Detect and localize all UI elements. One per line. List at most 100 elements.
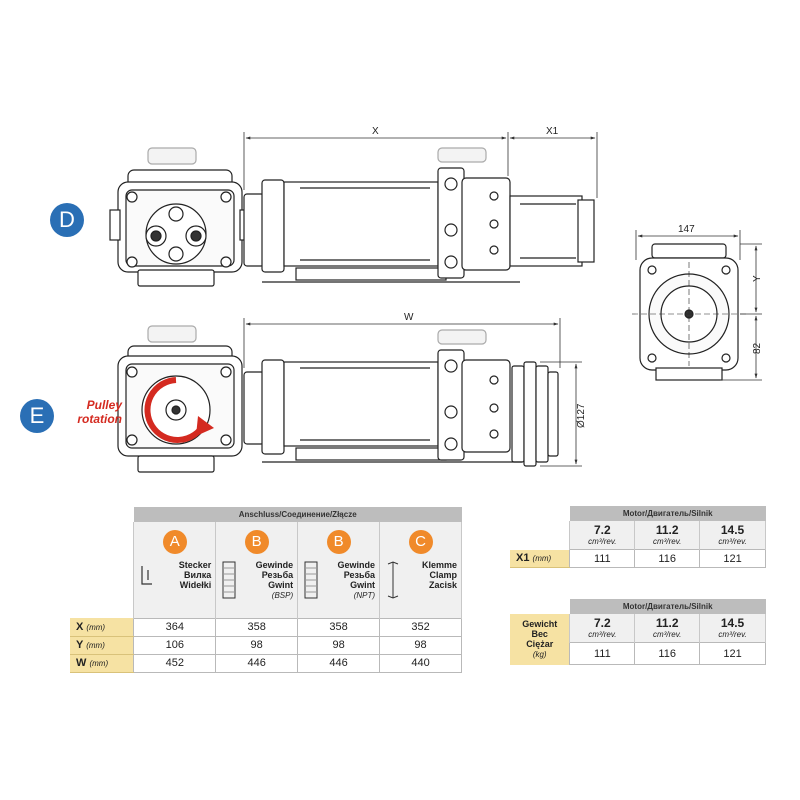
cell-weight-2: 116 <box>634 642 701 665</box>
connection-c-l3: Zacisk <box>428 580 457 590</box>
connection-b-bsp-l2: Резьба <box>261 570 294 580</box>
cell-x-a: 364 <box>133 617 217 637</box>
table-row: Y (mm) 106 98 98 98 <box>70 635 462 655</box>
table-row: W (mm) 452 446 446 440 <box>70 653 462 673</box>
weight-label-cell: Gewicht Вес Ciężar (kg) <box>510 614 570 665</box>
table-row: 111 116 121 <box>510 642 766 665</box>
connection-b-npt-l4: (NPT) <box>353 591 376 600</box>
connection-c-l2: Clamp <box>429 570 457 580</box>
motor-x1-val-3: 14.5 <box>720 523 745 537</box>
motor-weight-val-2: 11.2 <box>655 616 679 630</box>
row-y-label: Y <box>76 639 84 651</box>
view-e-badge: E <box>20 399 54 433</box>
dim-147-label: 147 <box>678 224 695 235</box>
connection-badge-c: C <box>408 530 433 554</box>
cell-x1-2: 116 <box>634 549 701 568</box>
dim-x-label: X <box>372 126 379 137</box>
motor-weight-val-3: 14.5 <box>720 616 745 630</box>
connection-col-b-bsp: B Gewinde Резьба Gwint (BSP) <box>215 522 299 618</box>
row-x1-label: X1 <box>516 552 530 565</box>
row-w-label: W <box>76 657 87 669</box>
weight-label-unit: (kg) <box>532 649 547 659</box>
dimension-lines-top <box>243 132 598 198</box>
connection-b-bsp-l3: Gwint <box>268 580 294 590</box>
pulley-note-line1: Pulley <box>86 398 122 412</box>
cell-y-a: 106 <box>133 635 217 655</box>
connection-table-header: Anschluss/Соединение/Złącze <box>133 507 462 522</box>
motor-x1-unit-2: cm³/rev. <box>653 537 682 546</box>
motor-x1-header: Motor/Двигатель/Silnik <box>569 506 766 521</box>
dim-y-label: Y <box>752 275 763 282</box>
thread-bsp-icon <box>222 561 236 599</box>
technical-drawing: X X1 147 Y 82 <box>109 126 763 473</box>
row-x-unit: (mm) <box>86 622 106 632</box>
weight-label-l3: Ciężar <box>526 638 554 649</box>
cell-x-b-bsp: 358 <box>215 617 299 637</box>
pulley-rotation-note: Pulley rotation <box>64 398 122 426</box>
motor-weight-val-1: 7.2 <box>593 616 611 630</box>
cell-w-b-bsp: 446 <box>215 653 299 673</box>
cell-y-b-npt: 98 <box>297 635 381 655</box>
motor-weight-table: Motor/Двигатель/Silnik Gewicht Вес Cięża… <box>510 599 766 665</box>
dimension-lines-mid <box>243 318 582 467</box>
table-row: X (mm) 364 358 358 352 <box>70 617 462 637</box>
row-w-unit: (mm) <box>89 659 109 668</box>
row-y-unit: (mm) <box>86 641 105 650</box>
thread-npt-icon <box>304 561 318 599</box>
connection-b-npt-l2: Резьба <box>343 570 376 580</box>
cell-x1-3: 121 <box>699 549 766 568</box>
connection-col-c: C Klemme Clamp Zacisk <box>379 522 462 618</box>
connection-table: Anschluss/Соединение/Złącze A Stecker Ви… <box>70 507 462 673</box>
connection-badge-b-npt: B <box>326 530 351 554</box>
cell-y-b-bsp: 98 <box>215 635 299 655</box>
motor-weight-unit-3: cm³/rev. <box>718 630 747 639</box>
connection-a-l2: Вилка <box>183 570 212 580</box>
pump-front-view-e <box>117 325 243 473</box>
dimension-lines-end <box>635 230 762 381</box>
weight-label-l2: Вес <box>531 628 548 639</box>
cell-x-b-npt: 358 <box>297 617 381 637</box>
connection-a-l3: Widełki <box>179 580 212 590</box>
dim-x1-label: X1 <box>546 126 559 137</box>
dim-d127-label: Ø127 <box>576 403 587 428</box>
plug-fork-icon <box>141 566 153 585</box>
motor-x1-val-2: 11.2 <box>655 523 679 537</box>
pump-front-view-d <box>109 147 251 287</box>
view-d-badge: D <box>50 203 84 237</box>
connection-col-a: A Stecker Вилка Widełki <box>133 522 217 618</box>
connection-b-bsp-l4: (BSP) <box>271 591 294 600</box>
cell-weight-1: 111 <box>569 642 636 665</box>
connection-b-npt-l1: Gewinde <box>337 560 376 570</box>
connection-badge-a: A <box>162 530 187 554</box>
table-row: X1 (mm) 111 116 121 <box>510 549 766 568</box>
weight-label-l1: Gewicht <box>522 618 558 629</box>
connection-a-l1: Stecker <box>178 560 212 570</box>
cell-x1-1: 111 <box>569 549 636 568</box>
motor-x1-unit-1: cm³/rev. <box>588 537 617 546</box>
cell-weight-3: 121 <box>699 642 766 665</box>
dim-w-label: W <box>404 312 414 323</box>
cell-w-b-npt: 446 <box>297 653 381 673</box>
connection-b-bsp-l1: Gewinde <box>255 560 294 570</box>
cell-y-c: 98 <box>379 635 462 655</box>
connection-b-npt-l3: Gwint <box>350 580 376 590</box>
cell-w-c: 440 <box>379 653 462 673</box>
clamp-icon <box>387 561 399 599</box>
pump-end-view <box>632 243 748 381</box>
pulley-note-line2: rotation <box>77 412 122 426</box>
connection-c-l1: Klemme <box>421 560 457 570</box>
pulley-rotation-arrow <box>144 377 214 443</box>
pump-side-view-d <box>243 147 595 283</box>
motor-weight-unit-2: cm³/rev. <box>653 630 682 639</box>
motor-weight-unit-1: cm³/rev. <box>588 630 617 639</box>
row-x-label: X <box>76 620 84 633</box>
connection-badge-b-bsp: B <box>244 530 269 554</box>
motor-x1-val-1: 7.2 <box>593 523 611 537</box>
